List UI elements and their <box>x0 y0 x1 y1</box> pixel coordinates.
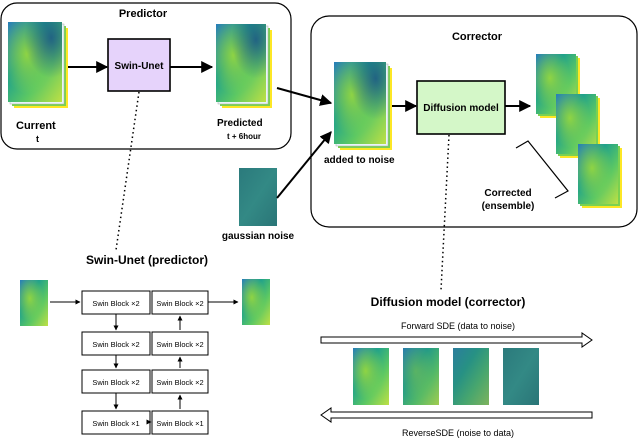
swin-block-right-1 <box>151 290 209 315</box>
current-label: Current <box>16 120 56 132</box>
corrector-title: Corrector <box>452 31 503 43</box>
swin-block-left-3-label: Swin Block ×2 <box>92 378 139 387</box>
swin-detail-input-field <box>20 280 48 326</box>
swin-detail-title: Swin-Unet (predictor) <box>86 253 208 267</box>
diffusion-step-3 <box>453 348 489 405</box>
arrow-predicted-to-corrector <box>276 87 333 106</box>
swin-unet-block-label: Swin-Unet <box>115 61 165 72</box>
predictor-panel <box>0 2 292 150</box>
gaussian-noise-field <box>239 168 277 226</box>
predicted-field-stack <box>216 24 272 108</box>
swin-block-right-2-label: Swin Block ×2 <box>156 340 203 349</box>
swin-detail-output-field <box>242 279 270 325</box>
dotted-link-swin-detail <box>115 91 140 251</box>
swin-block-right-4 <box>151 410 209 435</box>
swin-block-left-1-label: Swin Block ×2 <box>92 299 139 308</box>
swin-block-right-2 <box>151 331 209 356</box>
predictor-title: Predictor <box>119 8 168 20</box>
reverse-sde-label: ReverseSDE (noise to data) <box>402 428 514 438</box>
predicted-label: Predicted <box>217 118 263 129</box>
current-sublabel: t <box>36 134 39 144</box>
ensemble-member-3 <box>578 144 622 208</box>
diffusion-model-block <box>416 80 506 135</box>
diffusion-step-2 <box>403 348 439 405</box>
forward-sde-label: Forward SDE (data to noise) <box>401 321 515 331</box>
swin-block-left-4-label: Swin Block ×1 <box>92 419 139 428</box>
diffusion-model-block-label: Diffusion model <box>423 103 499 114</box>
dotted-link-diffusion-detail <box>440 134 450 291</box>
ensemble-bracket <box>515 140 569 199</box>
swin-block-right-1-label: Swin Block ×2 <box>156 299 203 308</box>
diffusion-step-4 <box>503 348 539 405</box>
arrow-noise-to-corrector <box>276 131 332 199</box>
gaussian-noise-label: gaussian noise <box>222 231 295 242</box>
diffusion-detail-title: Diffusion model (corrector) <box>371 295 526 309</box>
predicted-sublabel: t + 6hour <box>227 132 261 141</box>
current-field-stack <box>8 22 68 108</box>
swin-block-right-3-label: Swin Block ×2 <box>156 378 203 387</box>
corrected-label-line1: Corrected <box>484 188 531 199</box>
corrected-label-line2: (ensemble) <box>482 201 535 212</box>
swin-block-left-2-label: Swin Block ×2 <box>92 340 139 349</box>
swin-unet-block <box>107 38 171 92</box>
swin-block-right-3 <box>151 369 209 394</box>
noised-field-stack <box>334 62 392 150</box>
corrector-panel <box>310 15 638 228</box>
forward-sde-arrow <box>320 332 593 348</box>
reverse-sde-arrow <box>320 407 593 423</box>
diffusion-step-1 <box>353 348 389 405</box>
noised-field-label: added to noise <box>324 155 395 166</box>
swin-block-right-4-label: Swin Block ×1 <box>156 419 203 428</box>
